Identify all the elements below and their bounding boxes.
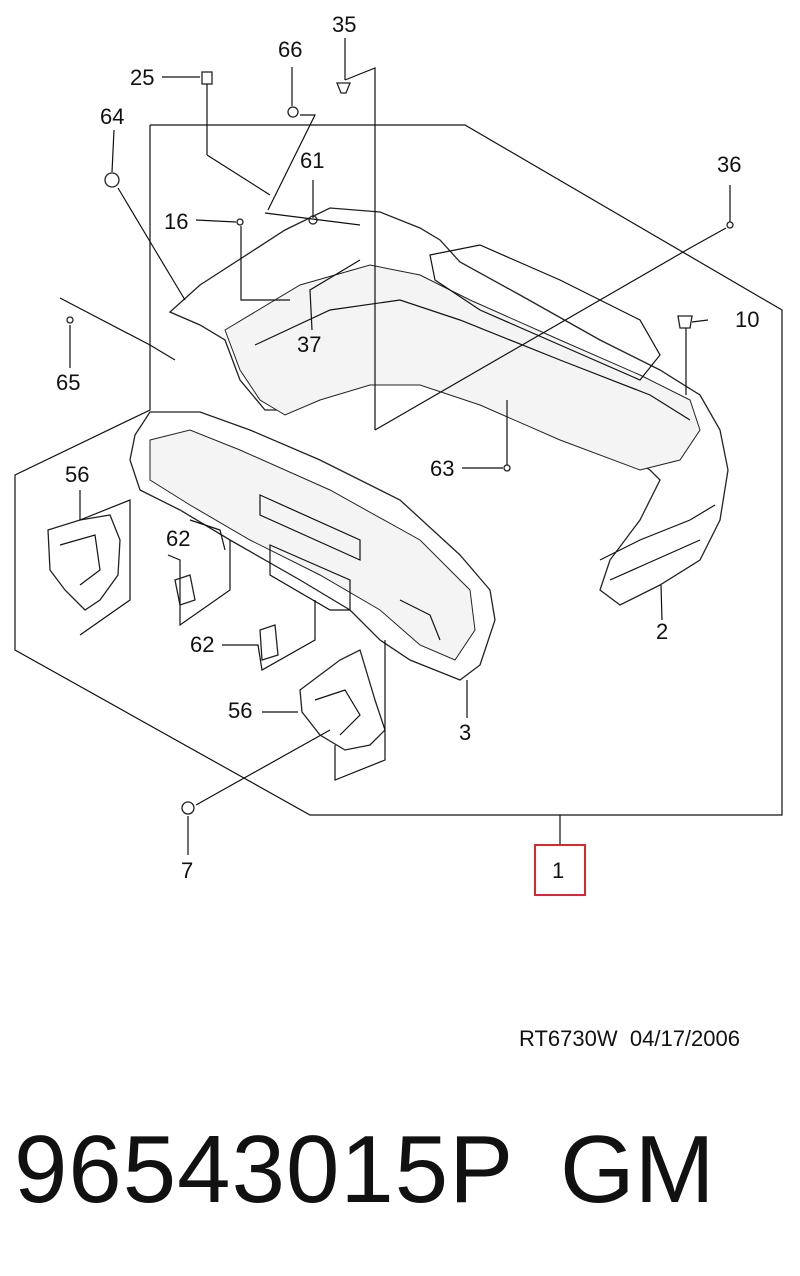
clip-62-b [259, 624, 279, 661]
callout-66[interactable]: 66 [278, 37, 302, 62]
callout-56-left[interactable]: 56 [65, 462, 89, 487]
callout-16[interactable]: 16 [164, 209, 188, 234]
exploded-parts-diagram: 35 66 25 64 61 36 16 10 37 65 63 56 62 6… [14, 12, 783, 896]
callout-62-lower[interactable]: 62 [190, 632, 214, 657]
callout-2[interactable]: 2 [656, 619, 668, 644]
part-1-highlight-box [534, 844, 586, 896]
callout-25[interactable]: 25 [130, 65, 154, 90]
diagram-reference: RT6730W 04/17/2006 [519, 1026, 740, 1052]
brand-label: GM [560, 1116, 715, 1223]
callout-37[interactable]: 37 [297, 332, 321, 357]
reference-date: 04/17/2006 [629, 1026, 740, 1051]
callout-35[interactable]: 35 [332, 12, 356, 37]
callout-36[interactable]: 36 [717, 152, 741, 177]
assembly-frame-lines [14, 124, 783, 845]
leader-lines [59, 38, 731, 855]
callout-63[interactable]: 63 [430, 456, 454, 481]
callout-7[interactable]: 7 [181, 858, 193, 883]
bracket-56-left [47, 514, 121, 611]
clip-62-a [174, 574, 196, 606]
callout-64[interactable]: 64 [100, 104, 124, 129]
callout-65[interactable]: 65 [56, 370, 80, 395]
callout-61[interactable]: 61 [300, 148, 324, 173]
bracket-56-right [299, 649, 386, 751]
reference-code: RT6730W [519, 1026, 618, 1051]
callout-56-right[interactable]: 56 [228, 698, 252, 723]
callout-3[interactable]: 3 [459, 720, 471, 745]
part-number: 96543015P [14, 1116, 515, 1223]
callout-10[interactable]: 10 [735, 307, 759, 332]
bumper-fascia [168, 207, 729, 606]
energy-absorber [129, 411, 496, 681]
callout-62-upper[interactable]: 62 [166, 526, 190, 551]
callout-1[interactable]: 1 [552, 858, 564, 883]
